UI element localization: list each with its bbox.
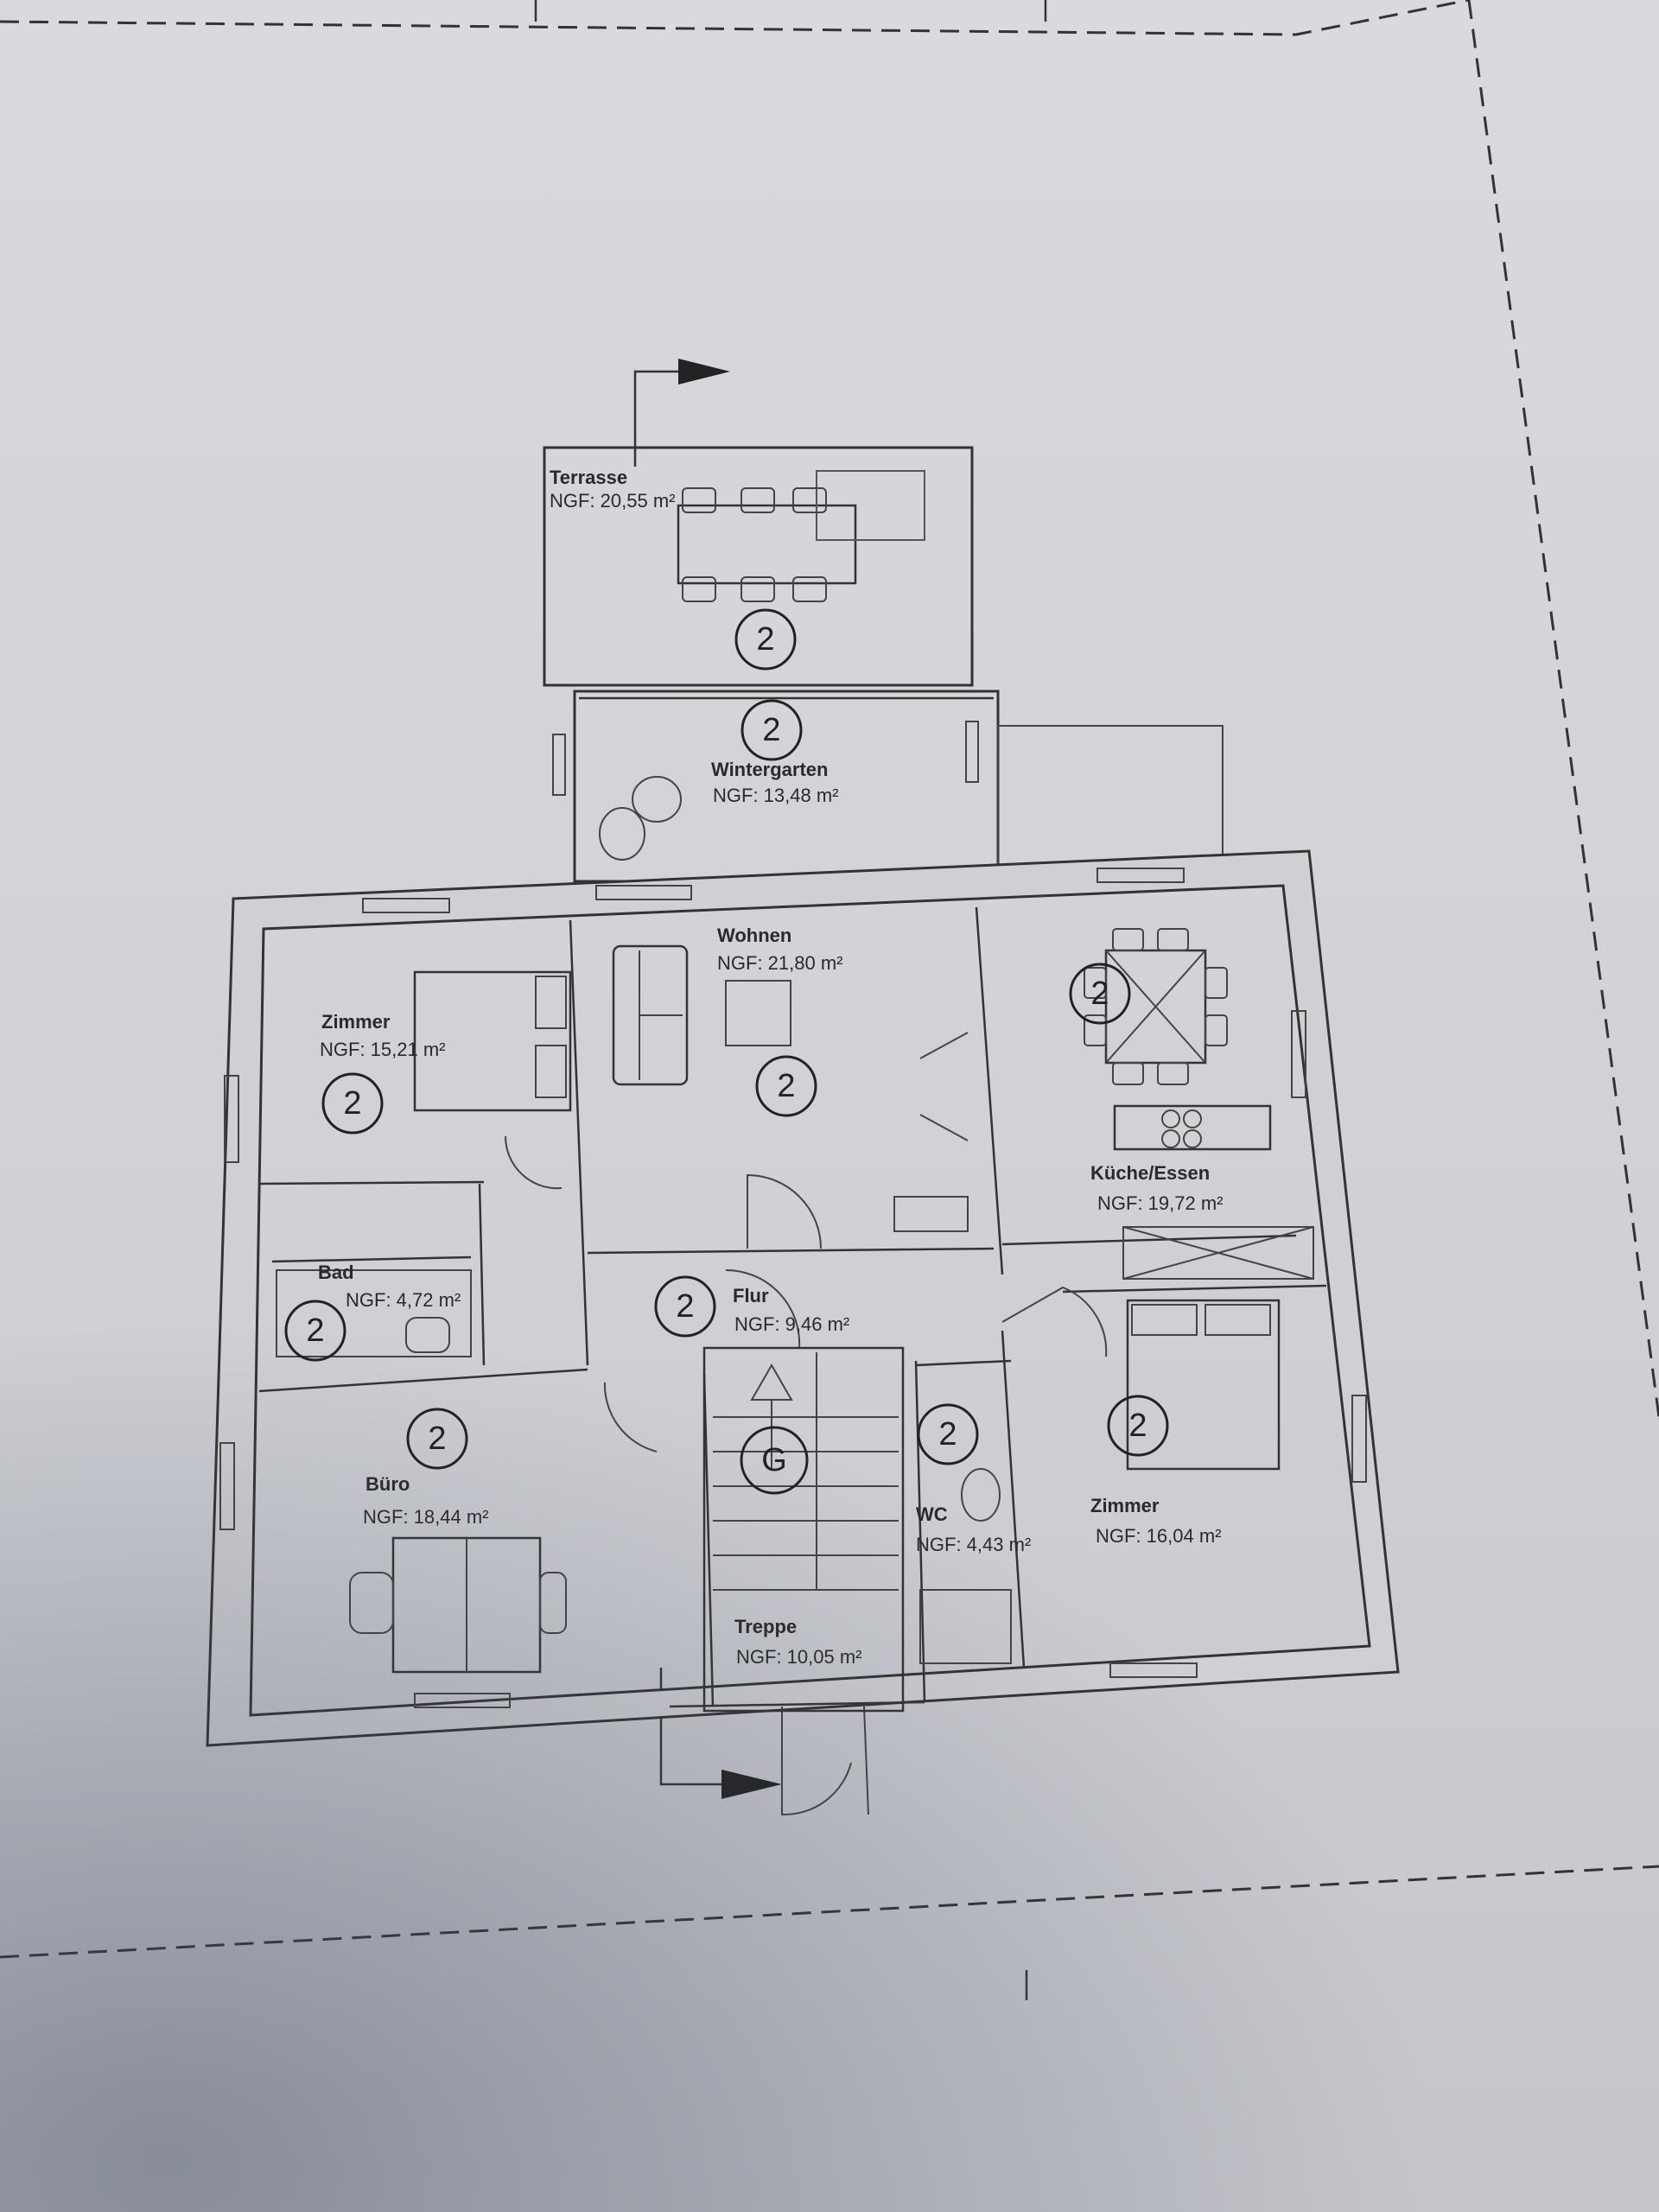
terrasse-chairs bbox=[682, 487, 827, 602]
svg-text:2: 2 bbox=[1128, 1408, 1147, 1444]
bed-icon bbox=[413, 970, 572, 1112]
doors bbox=[504, 1032, 1108, 1816]
terrasse-area bbox=[543, 446, 974, 687]
svg-text:Terrasse: Terrasse bbox=[550, 467, 627, 488]
svg-text:WC: WC bbox=[916, 1503, 948, 1525]
entry-arrow-top bbox=[633, 359, 730, 467]
sideboard-icon bbox=[893, 1196, 969, 1232]
svg-text:Büro: Büro bbox=[365, 1473, 410, 1495]
room-label-terrasse: Terrasse NGF: 20,55 m² bbox=[550, 467, 675, 512]
svg-text:NGF: 18,44 m²: NGF: 18,44 m² bbox=[363, 1506, 488, 1528]
double-bed-icon bbox=[1126, 1299, 1281, 1471]
room-label-flur: Flur NGF: 9,46 m² bbox=[733, 1285, 849, 1335]
svg-text:Zimmer: Zimmer bbox=[1090, 1495, 1160, 1516]
svg-text:Wohnen: Wohnen bbox=[717, 925, 791, 946]
svg-text:2: 2 bbox=[938, 1416, 957, 1452]
svg-text:2: 2 bbox=[343, 1085, 361, 1122]
room-label-zimmer-se: Zimmer NGF: 16,04 m² bbox=[1090, 1495, 1221, 1547]
svg-text:NGF: 4,72 m²: NGF: 4,72 m² bbox=[346, 1289, 461, 1311]
svg-text:2: 2 bbox=[306, 1313, 324, 1349]
svg-text:Wintergarten: Wintergarten bbox=[711, 759, 828, 780]
svg-text:2: 2 bbox=[777, 1068, 795, 1104]
desk-icon bbox=[349, 1536, 567, 1674]
bathtub-icon bbox=[276, 1269, 472, 1357]
svg-text:NGF: 16,04 m²: NGF: 16,04 m² bbox=[1096, 1525, 1221, 1547]
svg-text:G: G bbox=[761, 1442, 787, 1478]
storey-badge-terrasse: 2 bbox=[734, 608, 797, 671]
svg-text:NGF: 15,21 m²: NGF: 15,21 m² bbox=[320, 1039, 445, 1060]
room-label-bad: Bad NGF: 4,72 m² bbox=[318, 1262, 461, 1311]
room-label-buero: Büro NGF: 18,44 m² bbox=[363, 1473, 488, 1528]
svg-text:2: 2 bbox=[762, 712, 780, 748]
svg-text:NGF: 4,43 m²: NGF: 4,43 m² bbox=[916, 1534, 1031, 1555]
wintergarten-area bbox=[552, 690, 1224, 883]
svg-text:NGF: 20,55 m²: NGF: 20,55 m² bbox=[550, 490, 675, 512]
coffee-table-icon bbox=[725, 980, 791, 1046]
room-label-wintergarten: Wintergarten NGF: 13,48 m² bbox=[711, 759, 838, 806]
storey-badge-buero: 2 bbox=[406, 1408, 468, 1470]
room-label-wohnen: Wohnen NGF: 21,80 m² bbox=[717, 925, 842, 974]
room-label-zimmer-nw: Zimmer NGF: 15,21 m² bbox=[320, 1011, 445, 1060]
svg-text:2: 2 bbox=[676, 1288, 694, 1325]
house-outer-walls bbox=[206, 849, 1400, 1747]
kitchen-counter-icon bbox=[1122, 1226, 1314, 1280]
svg-text:2: 2 bbox=[1090, 976, 1109, 1012]
svg-text:Treppe: Treppe bbox=[734, 1616, 797, 1637]
svg-text:NGF: 13,48 m²: NGF: 13,48 m² bbox=[713, 785, 838, 806]
room-label-wc: WC NGF: 4,43 m² bbox=[916, 1503, 1031, 1555]
stove-icon bbox=[1113, 1104, 1272, 1151]
svg-text:Zimmer: Zimmer bbox=[321, 1011, 391, 1033]
storey-badge-wintergarten: 2 bbox=[741, 699, 803, 761]
svg-text:NGF: 19,72 m²: NGF: 19,72 m² bbox=[1097, 1192, 1223, 1214]
svg-text:Flur: Flur bbox=[733, 1285, 769, 1306]
storey-badge-treppe: G bbox=[740, 1426, 809, 1495]
storey-badge-wohnen: 2 bbox=[755, 1055, 817, 1117]
toilet-icon bbox=[919, 1468, 1012, 1664]
interior-walls bbox=[219, 868, 1367, 1708]
storey-badge-zimmer-se: 2 bbox=[1107, 1395, 1169, 1457]
armchair-icon bbox=[599, 776, 682, 861]
svg-text:NGF: 9,46 m²: NGF: 9,46 m² bbox=[734, 1313, 849, 1335]
svg-text:2: 2 bbox=[756, 621, 774, 658]
storey-badge-flur: 2 bbox=[654, 1275, 716, 1338]
dining-table-icon bbox=[1084, 928, 1228, 1085]
svg-text:2: 2 bbox=[428, 1421, 446, 1457]
storey-badge-wc: 2 bbox=[917, 1403, 979, 1465]
svg-text:NGF: 21,80 m²: NGF: 21,80 m² bbox=[717, 952, 842, 974]
property-boundary bbox=[0, 0, 1659, 2000]
svg-text:Küche/Essen: Küche/Essen bbox=[1090, 1162, 1210, 1184]
storey-badge-zimmer-nw: 2 bbox=[321, 1072, 384, 1135]
room-label-kueche: Küche/Essen NGF: 19,72 m² bbox=[1090, 1162, 1223, 1214]
svg-text:NGF: 10,05 m²: NGF: 10,05 m² bbox=[736, 1646, 861, 1668]
svg-text:Bad: Bad bbox=[318, 1262, 354, 1283]
room-label-treppe: Treppe NGF: 10,05 m² bbox=[734, 1616, 861, 1668]
sofa-icon bbox=[612, 944, 689, 1086]
storey-badge-kueche: 2 bbox=[1069, 963, 1131, 1025]
storey-badge-bad: 2 bbox=[284, 1300, 346, 1362]
